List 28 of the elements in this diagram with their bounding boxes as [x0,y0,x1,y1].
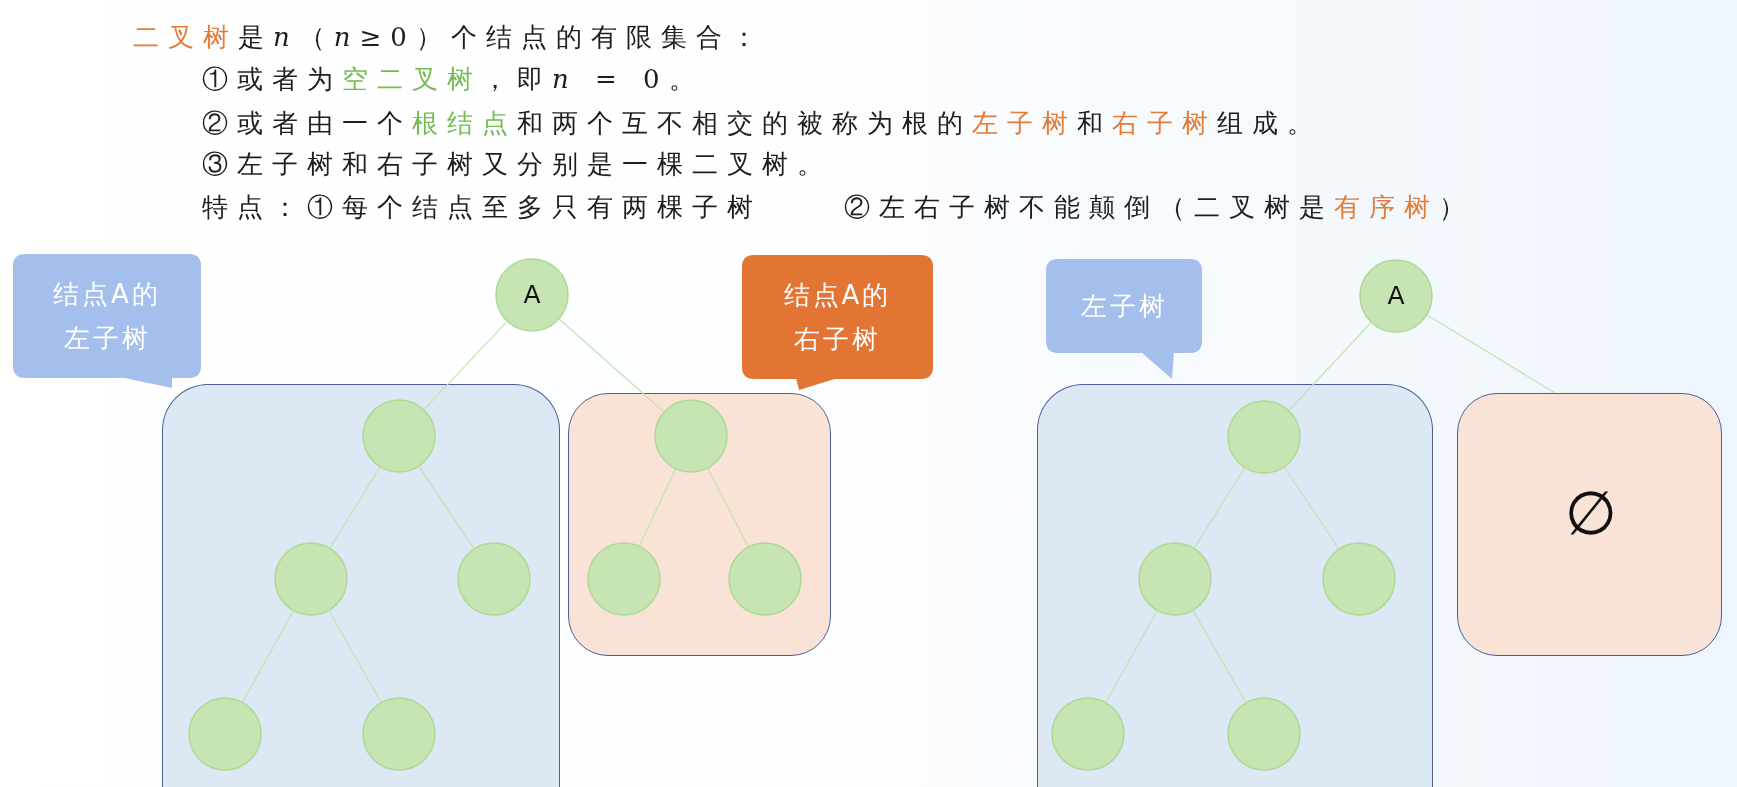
callout-text: 结点A的右子树 [782,279,893,356]
property-text: 特点：①每个结点至多只有两棵子树 [202,192,762,222]
tree-edge-line [707,468,749,547]
tree-edge-line [1192,610,1247,703]
tree-edge-line [639,468,676,547]
callout-text: 结点A的左子树 [52,278,162,355]
tree-edge-line [328,610,382,703]
property-text: ②左右子树不能颠倒（二叉树是有序树） [844,192,1474,222]
tree-edge-line [423,321,508,410]
subtree-box [1037,384,1433,787]
tree-edge-line [1427,314,1556,394]
tree-edge-line [1194,467,1245,549]
tree-edge-line [418,466,475,549]
node-label: A [523,280,541,310]
definition-text: ③左子树和右子树又分别是一棵二叉树。 [202,149,832,179]
tree-edge-line [242,610,294,703]
node-label: A [1387,281,1405,311]
subtree-box [162,384,560,787]
tree-edge-line [1288,322,1372,411]
tree-edge-line [329,466,381,549]
empty-set-symbol: ∅ [1564,481,1618,545]
tree-edge-line [1105,610,1158,703]
subtree-box [568,393,831,656]
definition-text: ②或者由一个根结点和两个互不相交的被称为根的左子树和右子树组成。 [202,108,1322,138]
callout-text: 左子树 [1079,290,1169,323]
tree-edge-line [559,318,664,413]
subtree-box [1457,393,1722,656]
tree-edge-line [1283,467,1340,549]
